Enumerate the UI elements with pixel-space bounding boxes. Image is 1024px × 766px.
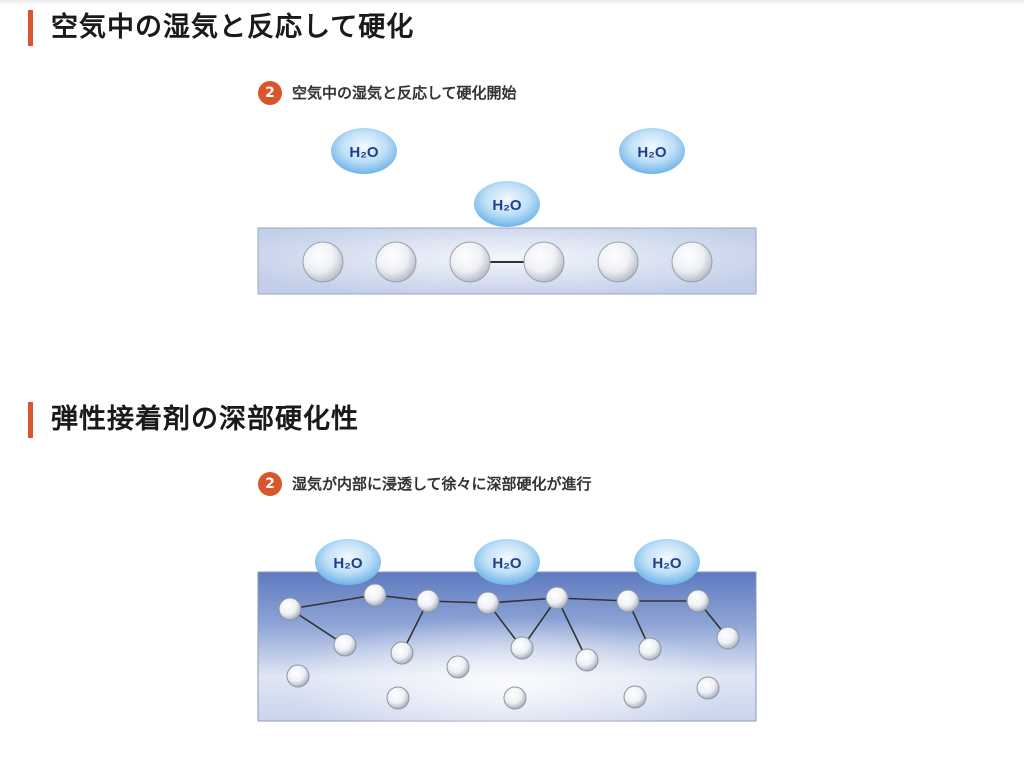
- polymer-ball: [503, 686, 527, 710]
- polymer-ball: [476, 591, 500, 615]
- water-molecule: H₂O: [634, 539, 700, 585]
- polymer-ball: [286, 664, 310, 688]
- step-text: 湿気が内部に浸透して徐々に深部硬化が進行: [292, 475, 592, 493]
- top-shadow-bar: [0, 0, 1024, 6]
- water-label: H₂O: [637, 144, 666, 161]
- polymer-ball: [696, 676, 720, 700]
- polymer-ball: [333, 633, 357, 657]
- polymer-ball: [375, 241, 417, 283]
- water-label: H₂O: [492, 197, 521, 214]
- polymer-ball: [671, 241, 713, 283]
- step-number-badge: 2: [258, 81, 282, 105]
- step-label-surface-cure: 2 空気中の湿気と反応して硬化開始: [258, 80, 517, 106]
- surface-cure-diagram: H₂O H₂O H₂O: [257, 128, 757, 295]
- step-label-deep-cure: 2 湿気が内部に浸透して徐々に深部硬化が進行: [258, 471, 592, 497]
- water-molecule: H₂O: [619, 128, 685, 174]
- water-molecule: H₂O: [474, 181, 540, 227]
- section-title-surface-cure: 空気中の湿気と反応して硬化: [28, 10, 414, 46]
- polymer-ball: [363, 583, 387, 607]
- polymer-ball: [545, 586, 569, 610]
- water-label: H₂O: [492, 555, 521, 572]
- water-molecule: H₂O: [315, 539, 381, 585]
- polymer-ball: [686, 589, 710, 613]
- polymer-ball: [510, 636, 534, 660]
- polymer-ball: [616, 589, 640, 613]
- deep-cure-diagram: H₂O H₂O H₂O: [257, 539, 757, 722]
- water-label: H₂O: [333, 555, 362, 572]
- polymer-ball: [278, 597, 302, 621]
- water-molecule: H₂O: [331, 128, 397, 174]
- polymer-ball: [386, 686, 410, 710]
- water-label: H₂O: [652, 555, 681, 572]
- step-number-badge: 2: [258, 472, 282, 496]
- polymer-ball: [523, 241, 565, 283]
- polymer-ball: [302, 241, 344, 283]
- polymer-ball: [449, 241, 491, 283]
- polymer-ball: [390, 641, 414, 665]
- polymer-ball: [716, 626, 740, 650]
- section-title-deep-cure: 弾性接着剤の深部硬化性: [28, 402, 359, 438]
- polymer-ball: [416, 589, 440, 613]
- water-molecule: H₂O: [474, 539, 540, 585]
- water-label: H₂O: [349, 144, 378, 161]
- polymer-ball: [638, 637, 662, 661]
- step-text: 空気中の湿気と反応して硬化開始: [292, 84, 517, 102]
- polymer-ball: [575, 648, 599, 672]
- polymer-ball: [623, 685, 647, 709]
- polymer-ball: [446, 655, 470, 679]
- polymer-ball: [597, 241, 639, 283]
